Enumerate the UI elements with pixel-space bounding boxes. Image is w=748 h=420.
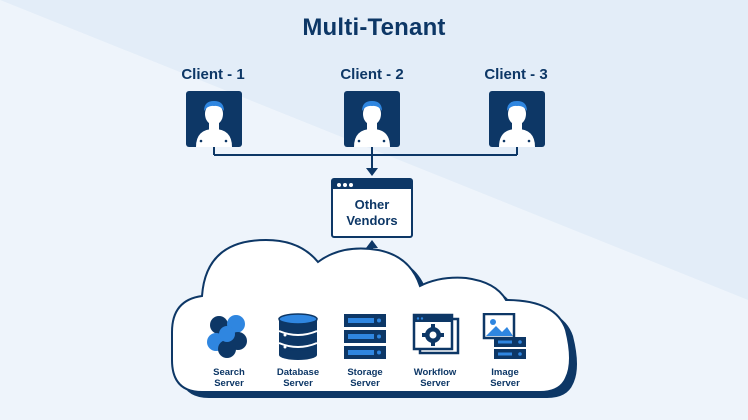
user-icon <box>196 101 232 147</box>
arrow-down-icon <box>366 168 378 176</box>
user-icon <box>354 101 390 147</box>
client-1-avatar <box>186 91 242 147</box>
other-vendors-label: Other Vendors <box>346 197 398 228</box>
image-server-icon <box>482 313 526 359</box>
browser-window-icon <box>333 180 411 189</box>
user-icon <box>499 101 535 147</box>
arrow-up-icon <box>366 240 378 248</box>
other-vendors-box: Other Vendors <box>331 178 413 238</box>
client-2-avatar <box>344 91 400 147</box>
client-3-avatar <box>489 91 545 147</box>
client-2-label: Client - 2 <box>340 66 404 83</box>
database-icon <box>278 313 318 360</box>
client-3-label: Client - 3 <box>484 66 548 83</box>
search-cluster-icon <box>207 315 247 358</box>
client-1-label: Client - 1 <box>181 66 245 83</box>
server-rack-icon <box>344 314 386 359</box>
diagram-title: Multi-Tenant <box>302 14 446 41</box>
workflow-gear-icon <box>412 313 460 355</box>
